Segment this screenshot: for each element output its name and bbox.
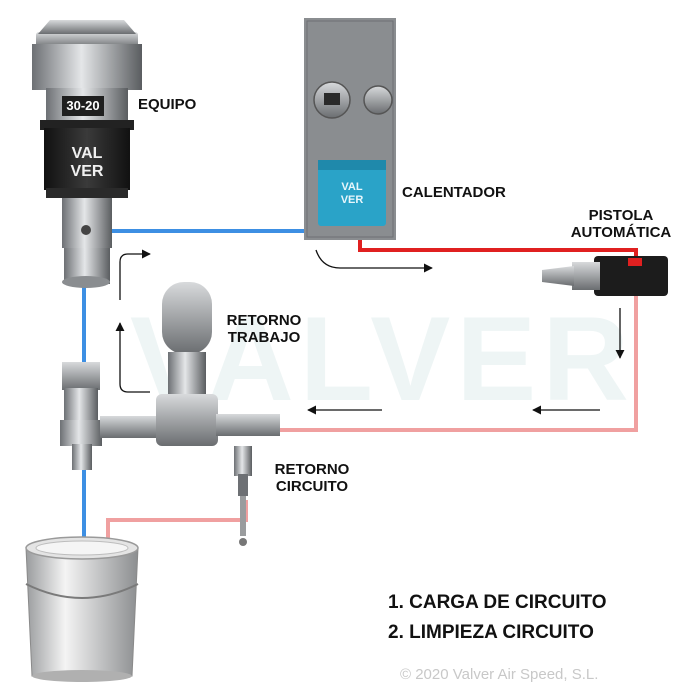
label-retorno-trabajo-line2: TRABAJO — [227, 329, 301, 346]
heater-brand-line1: VAL — [341, 181, 362, 193]
heater-brand-line2: VER — [341, 194, 364, 206]
label-pistola-line1: PISTOLA — [588, 207, 654, 224]
legend-item-2: 2. LIMPIEZA CIRCUITO — [388, 622, 594, 643]
legend-item-1: 1. CARGA DE CIRCUITO — [388, 592, 607, 613]
label-retorno-circuito-line2: CIRCUITO — [275, 478, 349, 495]
pump-model-label: 30-20 — [66, 98, 99, 113]
label-equipo: EQUIPO — [138, 96, 197, 113]
flow-arrows — [115, 249, 625, 415]
flow-arrow-work-return — [115, 322, 150, 393]
label-retorno-trabajo: RETORNO TRABAJO — [222, 312, 306, 346]
label-retorno-trabajo-line1: RETORNO — [226, 312, 302, 329]
automatic-gun — [542, 256, 668, 296]
flow-arrow-work-return-top — [119, 249, 151, 300]
flow-arrow-heater-out — [315, 249, 433, 273]
return-valve-assembly — [60, 282, 280, 546]
label-pistola-line2: AUTOMÁTICA — [570, 224, 672, 241]
return-line-gun — [280, 296, 638, 432]
pump-equipo — [32, 20, 142, 288]
paint-bucket — [25, 536, 139, 682]
copyright: © 2020 Valver Air Speed, S.L. — [400, 666, 599, 683]
label-pistola: PISTOLA AUTOMÁTICA — [556, 207, 686, 241]
label-retorno-circuito-line1: RETORNO — [274, 461, 350, 478]
label-retorno-circuito: RETORNO CIRCUITO — [266, 461, 358, 495]
heater-calentador — [304, 18, 396, 240]
label-calentador: CALENTADOR — [402, 184, 506, 201]
pump-brand-line1: VAL — [72, 145, 103, 162]
return-line-circuit — [106, 500, 248, 540]
pump-brand-line2: VER — [71, 163, 104, 180]
